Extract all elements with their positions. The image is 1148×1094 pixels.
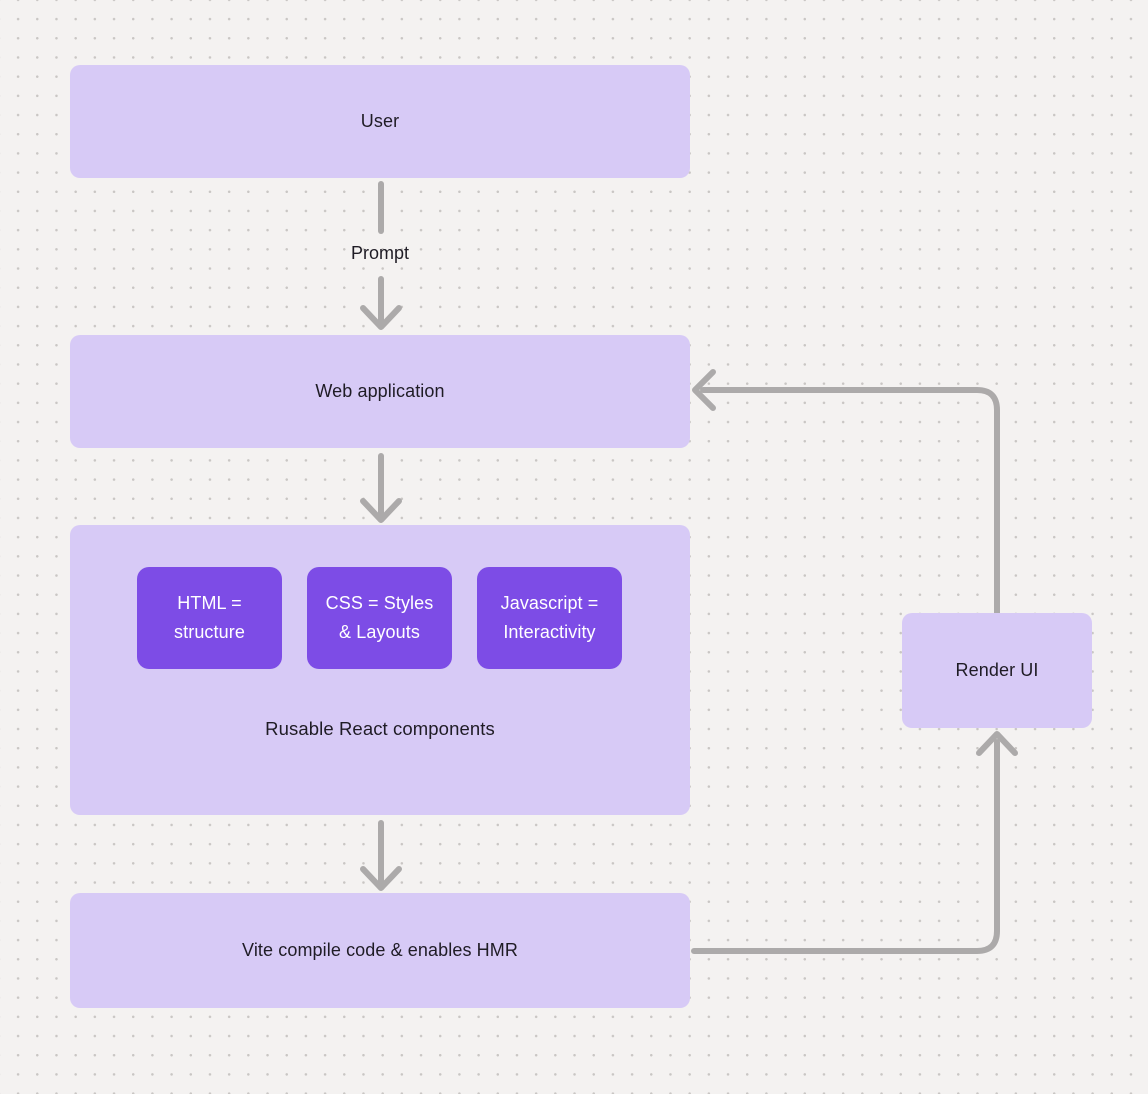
node-javascript-interactivity-label: Javascript = Interactivity <box>500 593 599 642</box>
node-css-styles[interactable]: CSS = Styles & Layouts <box>307 567 452 669</box>
edge-render-to-webapp-line <box>700 387 1000 616</box>
components-group-caption: Rusable React components <box>265 718 495 739</box>
node-render-ui-label: Render UI <box>955 660 1039 680</box>
node-render-ui[interactable]: Render UI <box>902 613 1092 728</box>
node-javascript-interactivity[interactable]: Javascript = Interactivity <box>477 567 622 669</box>
arrowhead-down-vite-icon <box>360 866 402 891</box>
node-vite[interactable]: Vite compile code & enables HMR <box>70 893 690 1008</box>
node-html-structure[interactable]: HTML = structure <box>137 567 282 669</box>
arrowhead-left-webapp-icon <box>692 369 716 411</box>
arrowhead-up-render-icon <box>976 731 1018 756</box>
arrowhead-down-group-icon <box>360 498 402 523</box>
node-css-styles-label: CSS = Styles & Layouts <box>325 593 434 642</box>
node-web-application-label: Web application <box>315 381 445 401</box>
node-web-application[interactable]: Web application <box>70 335 690 448</box>
node-html-structure-label: HTML = structure <box>174 593 245 642</box>
node-user-label: User <box>360 111 400 131</box>
arrowhead-down-webapp-icon <box>360 305 402 330</box>
edge-vite-to-render-line <box>691 739 1000 954</box>
node-user[interactable]: User <box>70 65 690 178</box>
node-components-group[interactable]: HTML = structure CSS = Styles & Layouts … <box>70 525 690 815</box>
node-vite-label: Vite compile code & enables HMR <box>242 940 518 960</box>
edge-label-prompt: Prompt <box>350 243 410 263</box>
